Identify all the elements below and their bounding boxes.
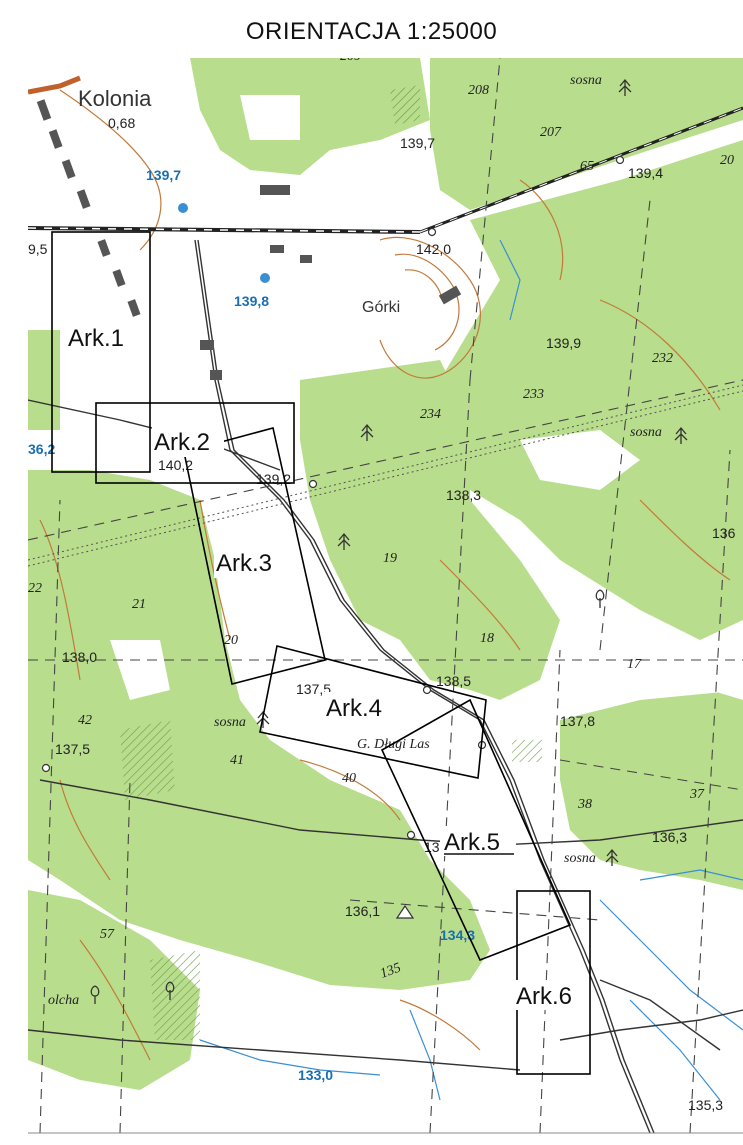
- tree-label: olcha: [48, 993, 79, 1008]
- compartment-number: 38: [577, 797, 592, 812]
- compartment-number: 41: [230, 753, 244, 768]
- compartment-number: 209: [340, 49, 361, 64]
- place-name-gorki: Górki: [362, 299, 400, 316]
- compartment-number: 21: [132, 597, 146, 612]
- elevation-label: 139,7: [400, 135, 435, 151]
- compartment-number: 22: [28, 581, 42, 596]
- sheet-label-ark5: Ark.5: [444, 829, 500, 856]
- compartment-number: 20: [224, 633, 238, 648]
- conifer-icon: [674, 426, 688, 444]
- compartment-number: 20: [720, 153, 734, 168]
- well-icon: [178, 203, 188, 213]
- elevation-label: 135,3: [688, 1097, 723, 1113]
- elevation-label: 137,5: [55, 741, 90, 757]
- deciduous-icon: [90, 985, 100, 1004]
- conifer-icon: [337, 532, 351, 550]
- sheet-frame-ark5: [380, 698, 572, 962]
- place-name-kolonia: Kolonia: [78, 86, 152, 111]
- well-icon: [260, 273, 270, 283]
- compartment-number: 233: [523, 387, 544, 402]
- tree-label: sosna: [630, 425, 662, 440]
- elevation-label: 9,5: [28, 241, 48, 257]
- elevation-label: 36,2: [28, 441, 55, 457]
- elevation-label: 138,5: [436, 673, 471, 689]
- sheet-frame-ark3: [183, 427, 326, 685]
- railway: [28, 106, 743, 234]
- tree-label: sosna: [214, 715, 246, 730]
- compartment-number: 208: [468, 83, 489, 98]
- elevation-label: 137,8: [560, 713, 595, 729]
- elevation-label: 139,4: [628, 165, 663, 181]
- elevation-label: 0,68: [108, 115, 135, 131]
- tree-label: sosna: [564, 851, 596, 866]
- sheet-label-ark4: Ark.4: [326, 695, 382, 722]
- compartment-number: 19: [383, 551, 397, 566]
- sheet-label-ark3: Ark.3: [216, 550, 272, 577]
- elevation-label: 134,3: [440, 927, 475, 943]
- compartment-number: 135: [378, 960, 403, 981]
- clearings: [110, 95, 743, 780]
- elevation-label: 13: [424, 839, 440, 855]
- deciduous-icon: [165, 981, 175, 1000]
- compartment-number: 37: [689, 787, 705, 802]
- elevation-label: 136: [712, 525, 736, 541]
- elevation-label: 136,3: [652, 829, 687, 845]
- compartment-number: 65: [580, 159, 594, 174]
- sheet-frames: [51, 231, 591, 1075]
- elevation-label: 140,2: [158, 457, 193, 473]
- elevation-label: 142,0: [416, 241, 451, 257]
- compartment-number: 40: [342, 771, 356, 786]
- sheet-frame-ark4: [259, 645, 487, 779]
- conifer-icon: [360, 423, 374, 441]
- compartment-number: 232: [652, 351, 673, 366]
- compartment-number: 17: [627, 657, 642, 672]
- compartment-number: 207: [540, 125, 562, 140]
- compartment-number: 18: [480, 631, 494, 646]
- elevation-label: 138,0: [62, 649, 97, 665]
- compartment-number: 42: [78, 713, 92, 728]
- sheet-label-ark1: Ark.1: [68, 325, 124, 352]
- elevation-label: 138,3: [446, 487, 481, 503]
- forest-areas: [28, 58, 743, 1090]
- sheet-frame-ark1: [51, 231, 151, 473]
- sheet-label-ark2: Ark.2: [154, 429, 210, 456]
- place-name-dlugi-las: G. Długi Las: [357, 737, 430, 752]
- water-network: [199, 239, 743, 1101]
- tree-icons: [90, 78, 688, 1004]
- main-road-orange: [28, 75, 81, 95]
- elevation-label: 139,7: [146, 167, 181, 183]
- sheet-labels: Ark.1 Ark.2 Ark.3 Ark.4 Ark.5 Ark.6: [66, 323, 586, 1010]
- sheet-label-ark6: Ark.6: [516, 983, 572, 1010]
- map-title: ORIENTACJA 1:25000: [245, 18, 498, 45]
- deciduous-icon: [595, 589, 605, 608]
- compartment-number: 234: [420, 407, 441, 422]
- tree-label: sosna: [570, 73, 602, 88]
- conifer-icon: [618, 78, 632, 96]
- forest-cutlines: [28, 58, 743, 1133]
- elevation-label: 133,0: [298, 1067, 333, 1083]
- elevation-label: 139,8: [234, 293, 269, 309]
- village-kolonia: [36, 99, 462, 380]
- hatched-areas: [120, 85, 542, 1040]
- conifer-icon: [605, 848, 619, 866]
- elevation-label: 139,9: [546, 335, 581, 351]
- elevation-label: 136,1: [345, 903, 380, 919]
- elevation-label: 137,5: [296, 681, 331, 697]
- sheet-frame-ark2: [95, 402, 295, 484]
- compartment-number: 57: [100, 927, 115, 942]
